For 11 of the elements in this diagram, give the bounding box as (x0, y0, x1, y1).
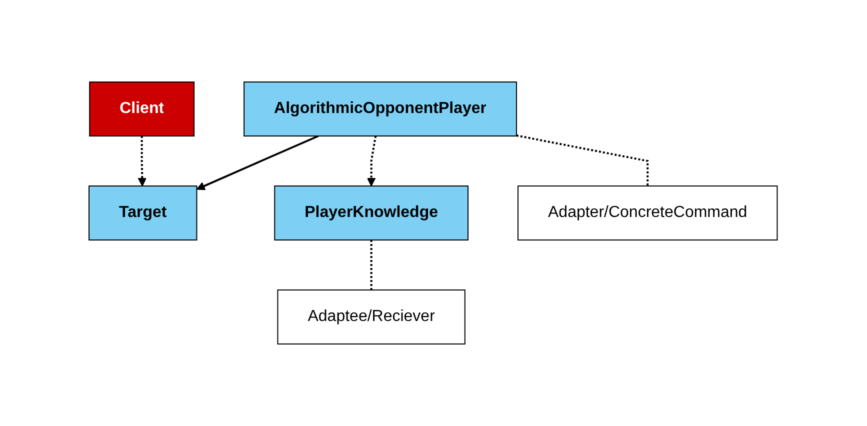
arrow (196, 135, 320, 190)
node-box: Target (88, 186, 198, 240)
node-box: PlayerKnowledge (274, 186, 469, 240)
connector (370, 240, 373, 290)
node-box: AlgorithmicOpponentPlayer (244, 82, 518, 136)
node-box: Client (90, 82, 195, 136)
node-box: Adaptee/Reciever (278, 290, 466, 344)
connector (516, 134, 649, 186)
node-box: Adapter/ConcreteCommand (518, 186, 778, 240)
arrow (138, 136, 147, 186)
arrow (367, 136, 377, 186)
